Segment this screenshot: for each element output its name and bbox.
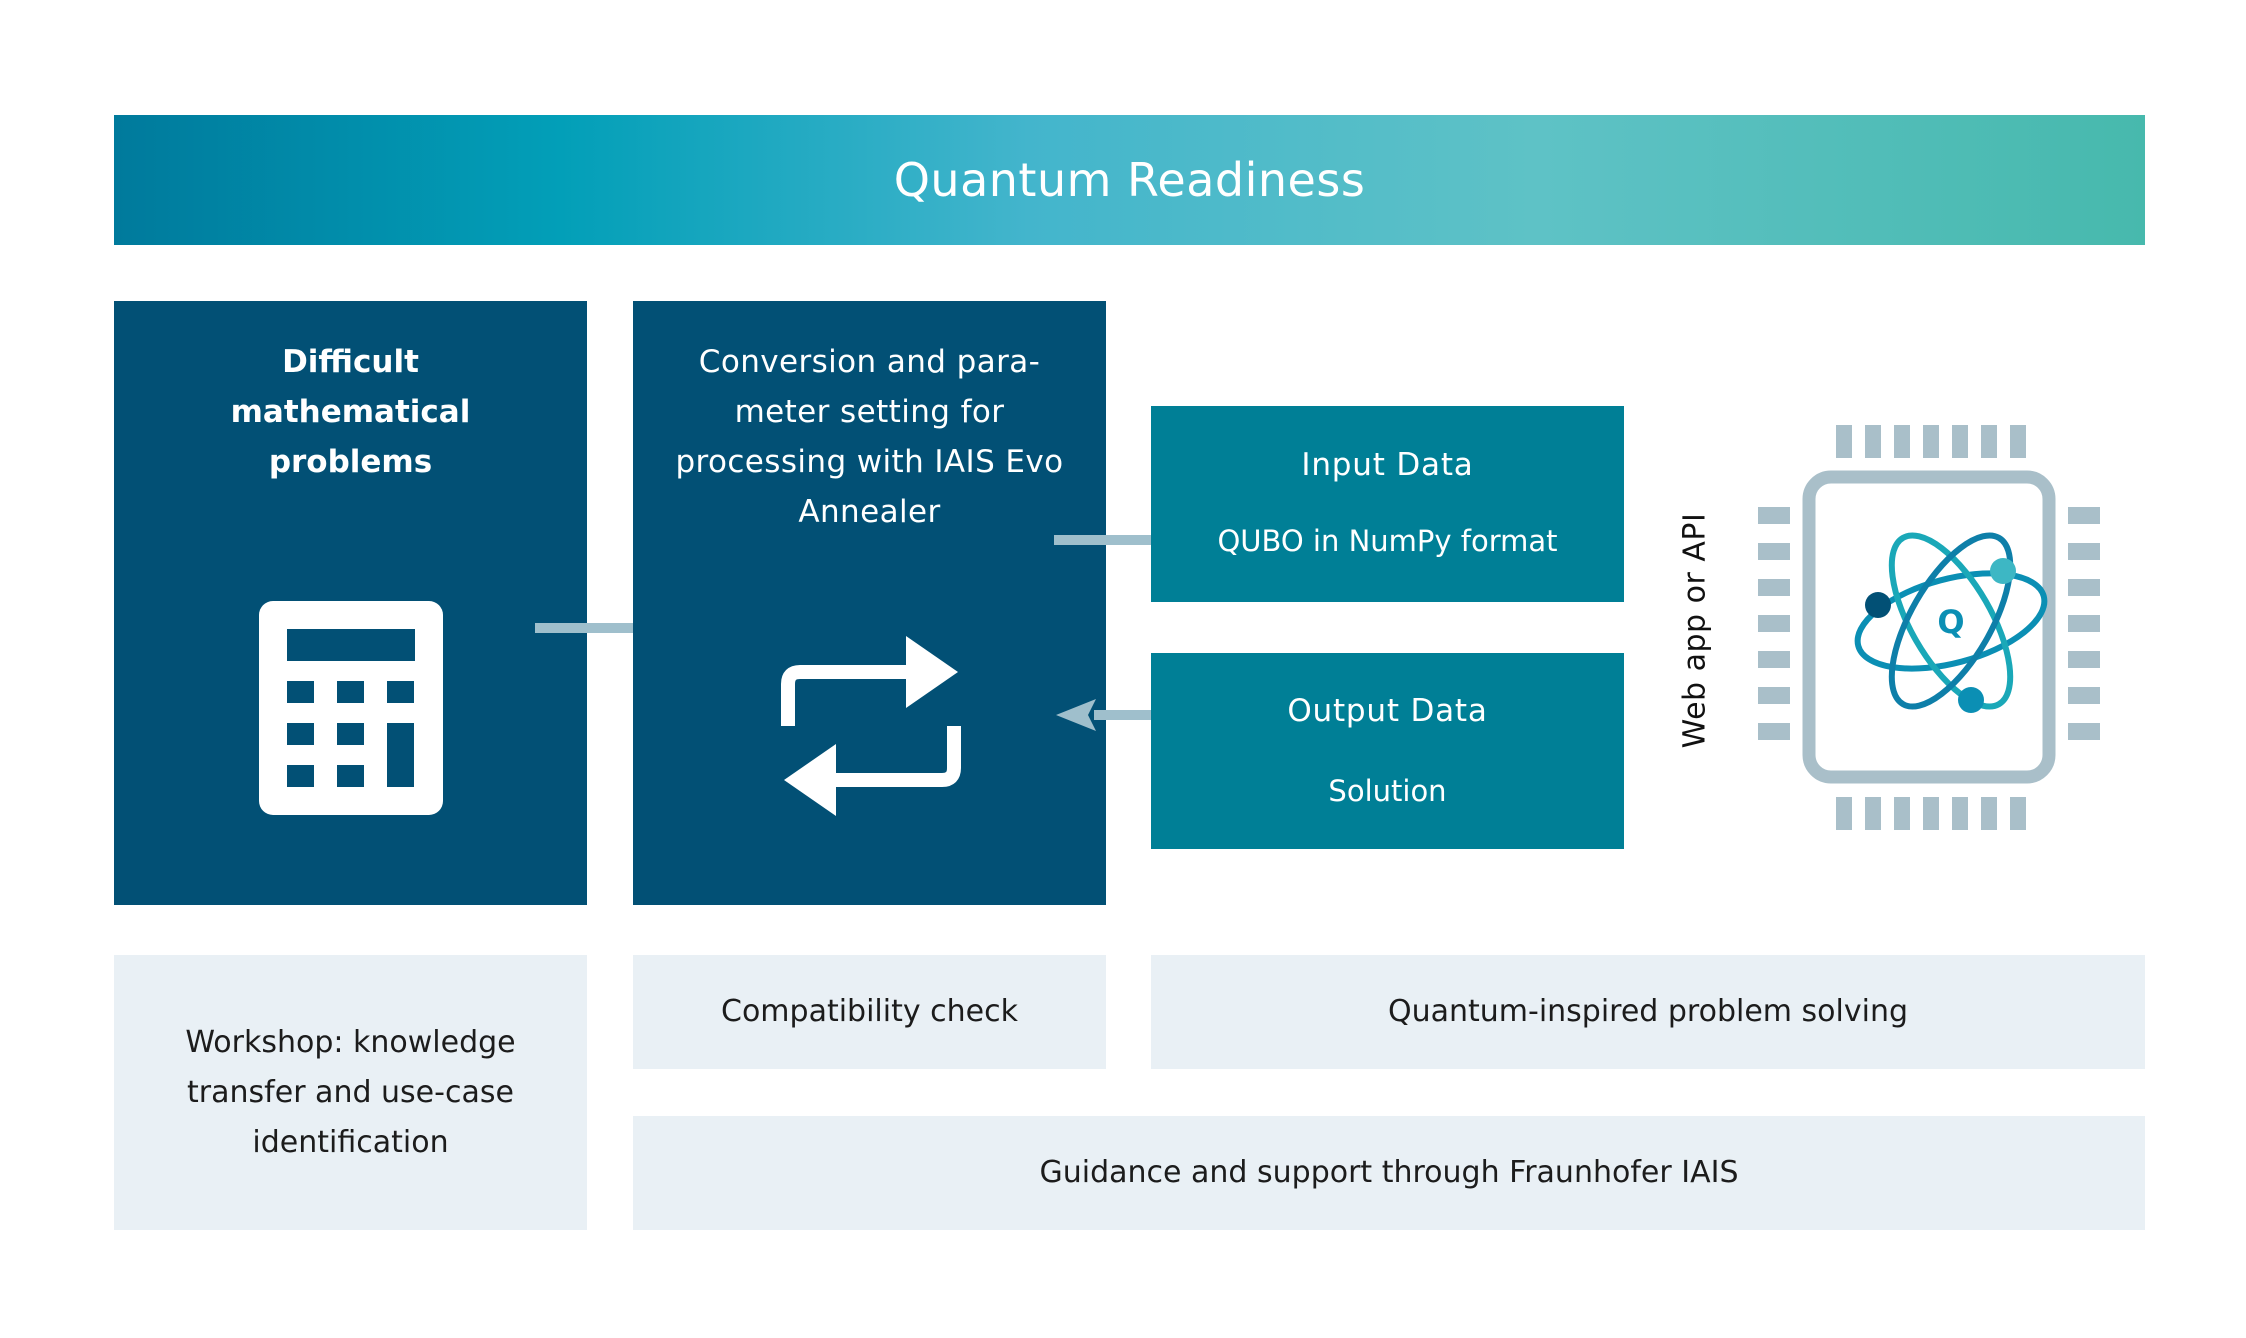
banner: Quantum Readiness	[114, 115, 2145, 245]
interface-label: Web app or API	[1655, 505, 1735, 755]
calculator-icon	[259, 601, 443, 815]
arrow-from-output-icon	[1056, 699, 1204, 731]
input-data-title: Input Data	[1301, 447, 1474, 483]
output-data-title: Output Data	[1287, 693, 1488, 729]
chip-letter: Q	[1937, 603, 1964, 641]
output-data-box: Output Data Solution	[1151, 653, 1624, 849]
quantum-chip-icon: Q	[1758, 425, 2100, 830]
workshop-text: Workshop: knowledge transfer and use-cas…	[185, 1024, 516, 1160]
conversion-title: Conversion and para-meter setting for pr…	[675, 344, 1064, 530]
compatibility-panel: Compatibility check	[633, 955, 1106, 1069]
output-data-subtitle: Solution	[1328, 774, 1447, 808]
compatibility-text: Compatibility check	[721, 994, 1018, 1029]
workshop-panel: Workshop: knowledge transfer and use-cas…	[114, 955, 587, 1230]
interface-label-text: Web app or API	[1677, 512, 1713, 748]
conversion-box: Conversion and para-meter setting for pr…	[633, 301, 1106, 905]
banner-title: Quantum Readiness	[893, 153, 1366, 207]
repeat-arrows-icon	[781, 636, 961, 816]
input-data-box: Input Data QUBO in NumPy format	[1151, 406, 1624, 602]
input-data-subtitle: QUBO in NumPy format	[1217, 524, 1558, 558]
solving-text: Quantum-inspired problem solving	[1387, 994, 1909, 1029]
solving-panel: Quantum-inspired problem solving	[1151, 955, 2145, 1069]
problems-title: Difficult mathematical problems	[230, 344, 471, 480]
guidance-text: Guidance and support through Fraunhofer …	[1039, 1155, 1739, 1190]
problems-box: Difficult mathematical problems	[114, 301, 587, 905]
guidance-panel: Guidance and support through Fraunhofer …	[633, 1116, 2145, 1230]
